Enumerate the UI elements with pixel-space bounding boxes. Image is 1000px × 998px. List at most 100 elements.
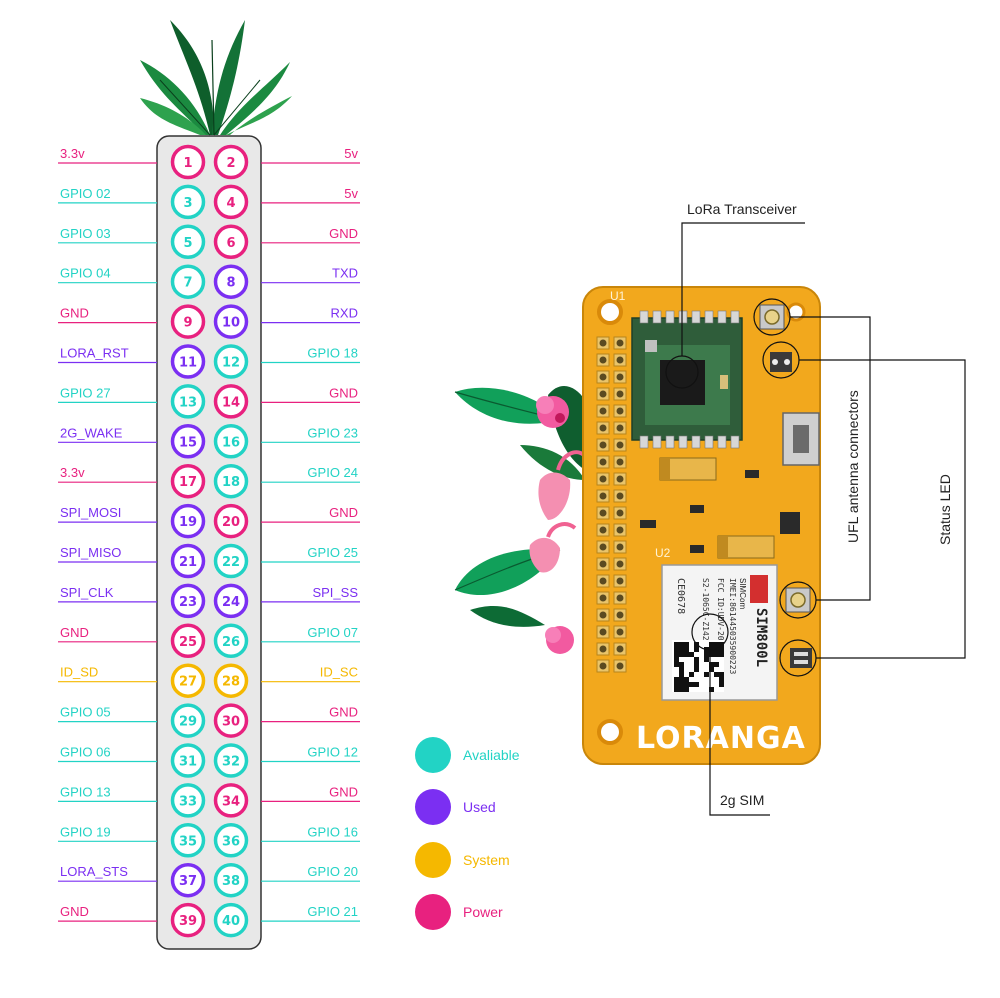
header-hole-center [599, 441, 607, 449]
pin-13-label: GPIO 27 [60, 385, 111, 400]
pin-14-circle [213, 384, 249, 419]
qr-code-module [719, 682, 724, 687]
header-hole-center [616, 577, 624, 585]
pin-26-circle [213, 623, 249, 659]
pin-34-circle [213, 783, 249, 818]
header-hole-center [616, 645, 624, 653]
qr-code-module [674, 682, 679, 687]
pin-35-number: 35 [179, 834, 197, 849]
hibiscus-flower-icon [536, 396, 574, 654]
sim-s2: S2-1065C-Z142X [701, 578, 710, 646]
pin-1-circle [170, 144, 206, 180]
tropical-decoration [454, 385, 586, 654]
lora-module [631, 317, 743, 441]
pin-29-label: GPIO 05 [60, 705, 111, 720]
header-hole-center [616, 424, 624, 432]
legend-available-label: Avaliable [463, 747, 520, 763]
pin-15-number: 15 [179, 435, 197, 450]
header-hole-center [599, 424, 607, 432]
qr-code-module [679, 667, 684, 672]
qr-code-module [694, 647, 699, 652]
pin-23-label: SPI_CLK [60, 585, 114, 600]
mounting-hole [786, 302, 806, 322]
mounting-hole [597, 299, 623, 325]
legend-system-swatch [415, 842, 451, 878]
header-hole-center [599, 628, 607, 636]
pin-20-number: 20 [222, 515, 240, 530]
qr-code-module [679, 672, 684, 677]
qr-code-module [709, 667, 714, 672]
qr-code-module [714, 652, 719, 657]
pin-1-number: 1 [183, 156, 192, 171]
lora-pad [704, 435, 714, 449]
pin-34-label: GND [329, 784, 358, 799]
pin-40-circle [213, 902, 249, 938]
header-hole-center [599, 645, 607, 653]
smd-resistor [640, 470, 759, 553]
transistor [780, 512, 800, 534]
pin-9-number: 9 [183, 316, 192, 331]
pin-14-number: 14 [222, 395, 240, 410]
pin-10-label: RXD [331, 306, 358, 321]
tantalum-capacitor [659, 457, 717, 481]
lora-pad [704, 310, 714, 324]
sim800l-module: SIM800L SIMCom IMEI:861445035900223 FCC … [661, 564, 778, 701]
qr-code-module [714, 672, 719, 677]
pin-28-label: ID_SC [320, 665, 358, 680]
pin-26-label: GPIO 07 [307, 625, 358, 640]
pin-27-circle [170, 663, 206, 698]
pin-30-circle [213, 703, 249, 738]
pin-11-circle [170, 344, 206, 379]
pin-33-label: GPIO 13 [60, 784, 111, 799]
pin-16-number: 16 [222, 435, 240, 450]
pin-21-number: 21 [179, 555, 197, 570]
header-hole-center [599, 560, 607, 568]
pin-31-label: GPIO 06 [60, 745, 111, 760]
pin-29-circle [170, 703, 206, 738]
lora-pad [717, 435, 727, 449]
qr-code-module [674, 652, 679, 657]
pin-1-label: 3.3v [60, 146, 85, 161]
header-hole-center [616, 441, 624, 449]
header-hole-center [616, 594, 624, 602]
qr-code-module [674, 657, 679, 662]
callout-lines [665, 222, 966, 816]
pin-17-number: 17 [179, 475, 197, 490]
pin-6-number: 6 [226, 236, 235, 251]
pin-37-label: LORA_STS [60, 864, 128, 879]
pin-3-circle [170, 184, 206, 220]
legend-used-label: Used [463, 799, 496, 815]
legend-system-label: System [463, 852, 510, 868]
header-hole-center [599, 373, 607, 381]
pin-12-number: 12 [222, 356, 240, 371]
u2-label: U2 [655, 546, 671, 560]
qr-code-module [684, 642, 689, 647]
pin-11-label: LORA_RST [60, 346, 129, 361]
qr-code-module [709, 687, 714, 692]
pin-10-number: 10 [222, 316, 240, 331]
header-hole-center [616, 475, 624, 483]
pin-39-number: 39 [179, 914, 197, 929]
qr-code-icon [672, 640, 724, 692]
pin-28-circle [213, 663, 249, 698]
pin-2-circle [213, 144, 249, 180]
pin-24-circle [213, 583, 249, 619]
qr-code-module [679, 677, 684, 682]
pin-23-circle [170, 583, 206, 619]
qr-code-module [674, 642, 679, 647]
pin-5-label: GPIO 03 [60, 226, 111, 241]
qr-code-module [694, 662, 699, 667]
pin-21-circle [170, 543, 206, 579]
qr-code-module [694, 682, 699, 687]
header-hole-center [599, 458, 607, 466]
qr-code-module [679, 647, 684, 652]
pin-25-label: GND [60, 625, 89, 640]
pin-39-circle [170, 902, 206, 938]
lora-pad [678, 310, 688, 324]
pin-34-number: 34 [222, 794, 240, 809]
pin-39-label: GND [60, 904, 89, 919]
pin-24-label: SPI_SS [312, 585, 358, 600]
pin-8-circle [213, 264, 249, 299]
pin-30-label: GND [329, 705, 358, 720]
pin-32-label: GPIO 12 [307, 745, 358, 760]
